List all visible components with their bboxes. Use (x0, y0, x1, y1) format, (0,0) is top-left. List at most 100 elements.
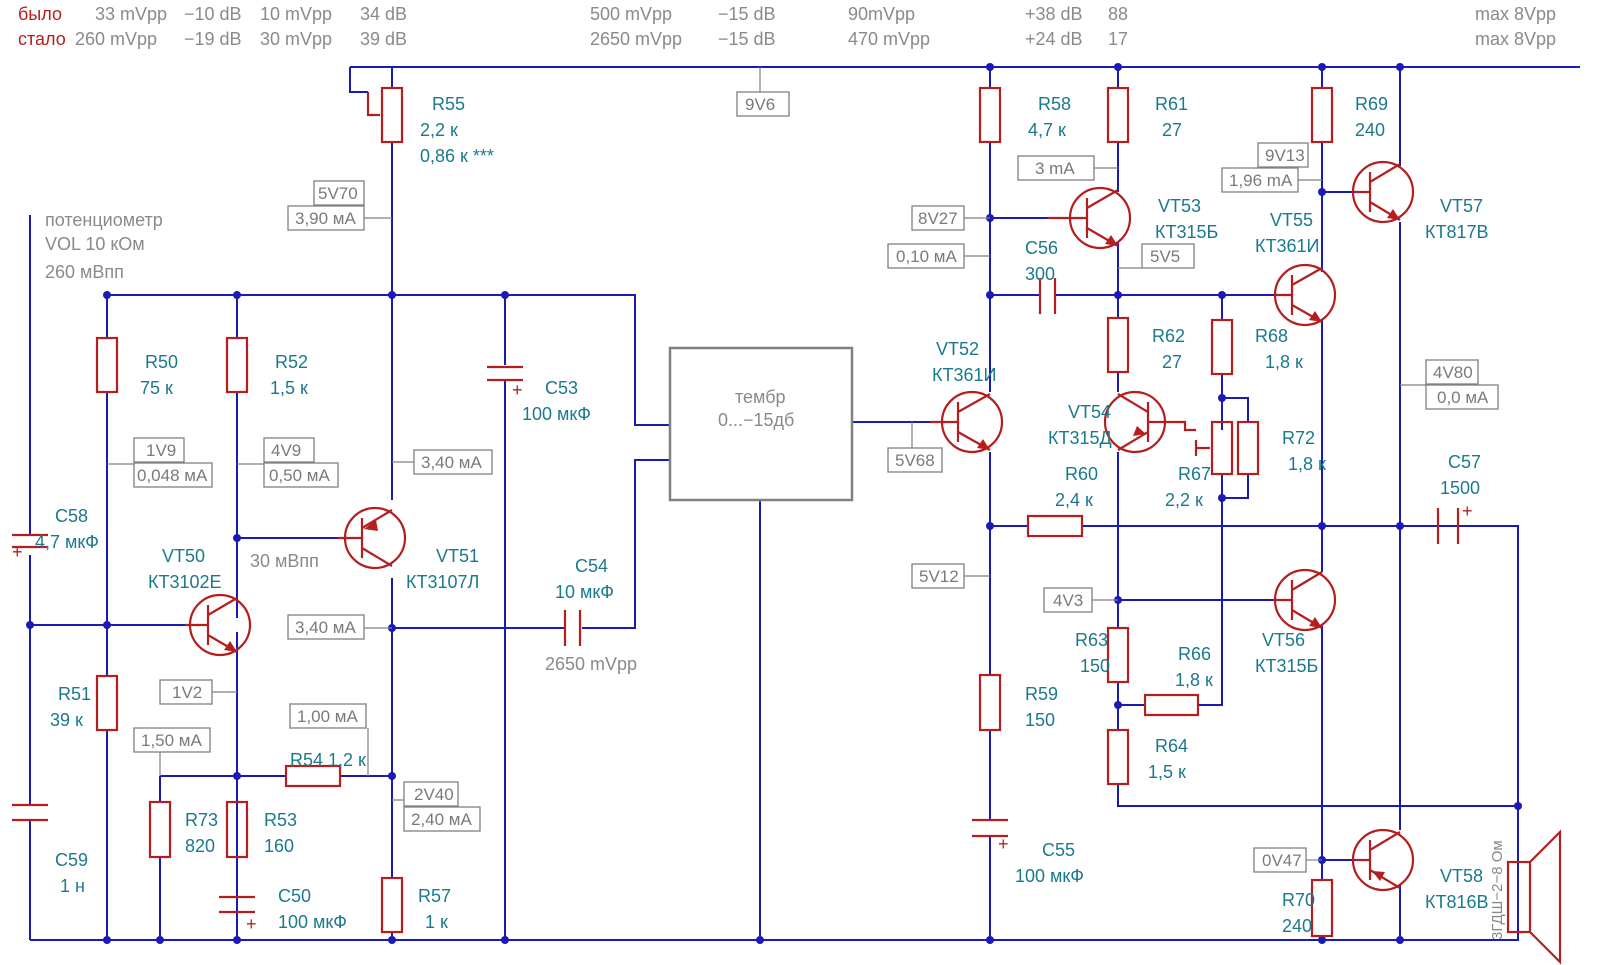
row2-label: стало (18, 29, 66, 49)
vt53-emitter-voltage: 5V5 (1150, 247, 1180, 266)
label-vt50: VT50 (162, 546, 205, 566)
vt53-collector-current: 3 mA (1035, 159, 1075, 178)
label-r61: R61 (1155, 94, 1188, 114)
vt51-emitter-voltage: 5V70 (318, 184, 358, 203)
header-cell: 17 (1108, 29, 1128, 49)
tone-control-block: тембр 0...−15дб (668, 346, 854, 502)
output-voltage: 4V80 (1433, 363, 1473, 382)
transistor-vt58 (1351, 828, 1415, 892)
vt52-base-voltage: 5V68 (895, 451, 935, 470)
type-vt55: КТ361И (1255, 236, 1319, 256)
value-r59: 150 (1025, 710, 1055, 730)
header-cell: 2650 mVpp (590, 29, 682, 49)
label-r59: R59 (1025, 684, 1058, 704)
input-note-line: VOL 10 кОм (45, 234, 145, 254)
label-r67: R67 (1178, 464, 1211, 484)
header-cell: 39 dB (360, 29, 407, 49)
junctions (26, 63, 1522, 944)
resistors (95, 86, 1334, 938)
value-r58: 4,7 к (1028, 120, 1066, 140)
resistor-r63 (1106, 626, 1130, 684)
value-r73: 820 (185, 836, 215, 856)
measurements: 9V6 5V70 3,90 мА 1V9 0,048 мА 4V9 0,50 м… (107, 67, 1499, 873)
header-cell: max 8Vpp (1475, 29, 1556, 49)
value-r70: 240 (1282, 916, 1312, 936)
value-c57: 1500 (1440, 478, 1480, 498)
resistor-r61 (1106, 86, 1130, 144)
label-r50: R50 (145, 352, 178, 372)
type-vt52: КТ361И (932, 365, 996, 385)
value-r66: 1,8 к (1175, 670, 1213, 690)
value-r69: 240 (1355, 120, 1385, 140)
capacitor-c50: + (219, 895, 257, 934)
output-current: 0,0 мА (1437, 388, 1489, 407)
label-c56: C56 (1025, 238, 1058, 258)
label-vt52: VT52 (936, 339, 979, 359)
header-cell: +38 dB (1025, 4, 1083, 24)
type-vt54: КТ315Д (1048, 428, 1112, 448)
label-vt58: VT58 (1440, 866, 1483, 886)
capacitor-c59 (12, 803, 48, 822)
vt57-base-voltage: 9V13 (1265, 146, 1305, 165)
label-r57: R57 (418, 886, 451, 906)
value-c59: 1 н (60, 876, 85, 896)
label-vt56: VT56 (1262, 630, 1305, 650)
vt51-base-voltage: 4V9 (271, 441, 301, 460)
r57-voltage: 2V40 (414, 785, 454, 804)
mid-signal: 30 мВпп (250, 551, 319, 571)
header-cell: 260 mVpp (75, 29, 157, 49)
value-r72: 1,8 к (1288, 454, 1326, 474)
resistor-r58 (978, 86, 1002, 144)
value-c58: 4,7 мкФ (35, 532, 99, 552)
vt50-emitter-voltage: 1V2 (172, 683, 202, 702)
c54-signal: 2650 mVpp (545, 654, 637, 674)
type-vt53: КТ315Б (1155, 222, 1218, 242)
label-r54: R54 1,2 к (290, 750, 366, 770)
header-cell: 470 mVpp (848, 29, 930, 49)
row1-label: было (18, 4, 62, 24)
header-cell: 88 (1108, 4, 1128, 24)
vt51-collector-current: 3,40 мА (421, 453, 482, 472)
svg-text:+: + (1462, 501, 1473, 521)
vt57-base-current: 1,96 mA (1229, 171, 1293, 190)
resistor-r66 (1143, 693, 1200, 717)
vt50-base-current: 0,048 мА (137, 466, 208, 485)
label-vt51: VT51 (436, 546, 479, 566)
capacitor-c53: + (487, 365, 523, 400)
label-r58: R58 (1038, 94, 1071, 114)
vt53-base-voltage: 8V27 (918, 209, 958, 228)
wiper-r67 (1194, 440, 1210, 456)
header-cell: −15 dB (718, 29, 776, 49)
label-c57: C57 (1448, 452, 1481, 472)
input-note-line: 260 мВпп (45, 262, 124, 282)
header-cell: max 8Vpp (1475, 4, 1556, 24)
wires (29, 66, 1580, 941)
resistor-r73 (148, 800, 172, 859)
label-r55: R55 (432, 94, 465, 114)
header-cell: −10 dB (184, 4, 242, 24)
vt50-base-voltage: 1V9 (146, 441, 176, 460)
resistor-r69 (1310, 86, 1334, 144)
value-c53: 100 мкФ (522, 404, 591, 424)
resistor-r53 (225, 800, 249, 859)
label-r70: R70 (1282, 890, 1315, 910)
label-r68: R68 (1255, 326, 1288, 346)
vt51-base-current: 0,50 мА (269, 466, 330, 485)
value-r51: 39 к (50, 710, 83, 730)
transistor-vt53 (1048, 186, 1132, 250)
header-cell: −19 dB (184, 29, 242, 49)
label-r51: R51 (58, 684, 91, 704)
type-vt58: КТ816В (1425, 892, 1489, 912)
resistor-r59 (978, 673, 1002, 732)
svg-text:+: + (998, 834, 1009, 854)
value-r67: 2,2 к (1165, 490, 1203, 510)
vt51-collector-current-2: 3,40 мА (295, 618, 356, 637)
resistor-r50 (95, 336, 119, 394)
label-c54: C54 (575, 556, 608, 576)
label-r62: R62 (1152, 326, 1185, 346)
transistor-vt56 (1273, 568, 1337, 632)
transistor-vt51 (338, 506, 407, 570)
label-c59: C59 (55, 850, 88, 870)
label-c55: C55 (1042, 840, 1075, 860)
